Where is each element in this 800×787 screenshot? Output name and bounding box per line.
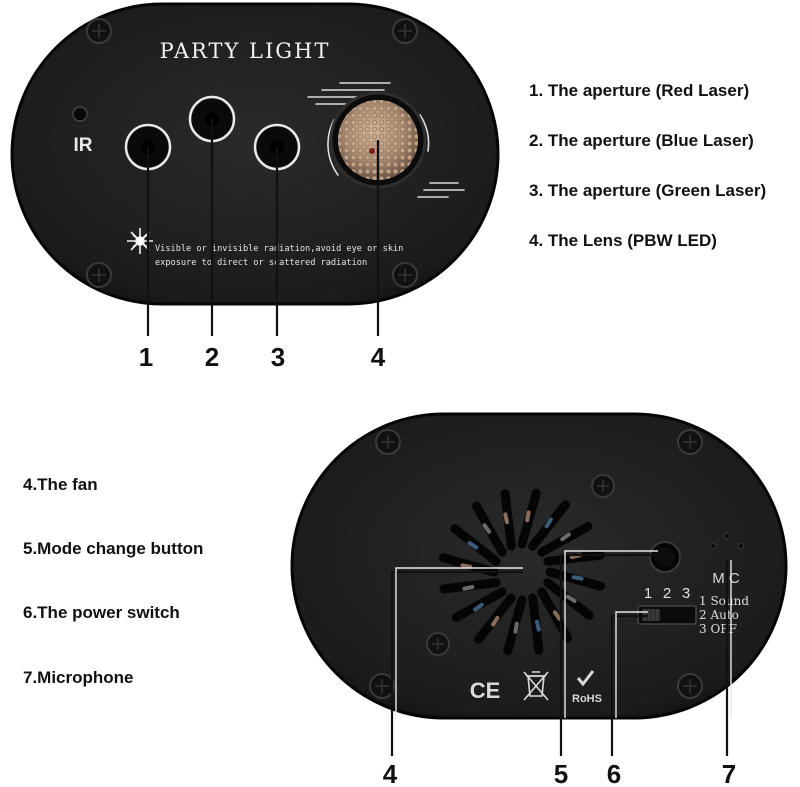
mode-change-button (649, 541, 681, 573)
fan-blade-glimpse (544, 517, 553, 529)
back-screws (369, 429, 703, 699)
callout-4: 4 (371, 342, 386, 372)
ce-mark: CE (470, 678, 501, 703)
screw-icon (677, 429, 703, 455)
warning-line-2: exposure to direct or scattered radiatio… (155, 258, 367, 268)
screw-icon (392, 262, 418, 288)
legend-item-microphone: 7.Microphone (23, 668, 134, 687)
back-panel: MIC 1 2 3 1 Sound 2 Auto 3 OFF CE RoHS (290, 412, 788, 720)
fan-vents (438, 488, 606, 656)
fan-blade-glimpse (535, 619, 541, 632)
back-leader-lines (390, 553, 729, 756)
screw-icon (392, 18, 418, 44)
screw-icon (591, 474, 615, 498)
fan-blade-glimpse (482, 523, 492, 534)
rohs-check-icon (576, 670, 595, 687)
callout-6: 6 (607, 759, 621, 787)
front-callout-numbers: 1 2 3 4 (139, 342, 386, 372)
callout-4-fan: 4 (383, 759, 398, 787)
warning-line-1: Visible or invisible radiation,avoid eye… (155, 244, 403, 254)
fan-blade-glimpse (460, 563, 473, 569)
weee-bin-icon (523, 671, 549, 701)
fan-blade-glimpse (491, 615, 500, 627)
fan-blade-glimpse (552, 610, 562, 621)
back-panel-body (290, 412, 788, 720)
callout-5: 5 (554, 759, 568, 787)
fan-blade-glimpse (462, 585, 475, 591)
fan-blade-glimpse (571, 575, 584, 581)
panel-title: PARTY LIGHT (160, 39, 331, 63)
legend-item-fan: 4.The fan (23, 475, 98, 494)
screw-icon (369, 673, 395, 699)
legend-item-lens: 4. The Lens (PBW LED) (529, 231, 717, 250)
switch-number-3: 3 (682, 585, 690, 602)
ir-label: IR (74, 135, 93, 156)
screw-icon (375, 429, 401, 455)
legend-item-power-switch: 6.The power switch (23, 603, 180, 622)
fan-blade-glimpse (473, 602, 484, 612)
back-callout-numbers: 4 5 6 7 (383, 759, 736, 787)
screw-icon (86, 262, 112, 288)
callout-1: 1 (139, 342, 153, 372)
microphone-holes (710, 533, 744, 549)
laser-warning-icon (127, 228, 153, 254)
legend-item-aperture-green: 3. The aperture (Green Laser) (529, 181, 766, 200)
ir-sensor (72, 106, 88, 122)
front-screws (86, 18, 418, 288)
legend-item-aperture-blue: 2. The aperture (Blue Laser) (529, 131, 754, 150)
screw-icon (86, 18, 112, 44)
callout-2: 2 (205, 342, 219, 372)
mode-label-auto: 2 Auto (699, 608, 739, 622)
legend-item-aperture-red: 1. The aperture (Red Laser) (529, 81, 749, 100)
front-leader-lines (146, 119, 380, 336)
fan-blade-glimpse (503, 512, 509, 525)
switch-number-2: 2 (663, 585, 671, 602)
front-panel: PARTY LIGHT IR (10, 2, 500, 306)
fan-blade-glimpse (513, 621, 519, 634)
mode-label-sound: 1 Sound (699, 594, 749, 608)
callout-3: 3 (271, 342, 285, 372)
fan-blade-glimpse (467, 541, 479, 550)
screw-icon (677, 673, 703, 699)
screw-icon (426, 632, 450, 656)
callout-7: 7 (722, 759, 736, 787)
fan-blade-glimpse (560, 532, 571, 542)
back-leader-lines-inner (395, 550, 732, 718)
switch-number-1: 1 (644, 585, 652, 602)
front-legend: 1. The aperture (Red Laser) 2. The apert… (529, 81, 766, 250)
rohs-mark: RoHS (572, 693, 602, 705)
fan-blade-glimpse (565, 594, 577, 603)
back-legend: 4.The fan 5.Mode change button 6.The pow… (23, 475, 203, 687)
legend-item-mode-button: 5.Mode change button (23, 539, 203, 558)
fan-blade-glimpse (525, 510, 531, 523)
